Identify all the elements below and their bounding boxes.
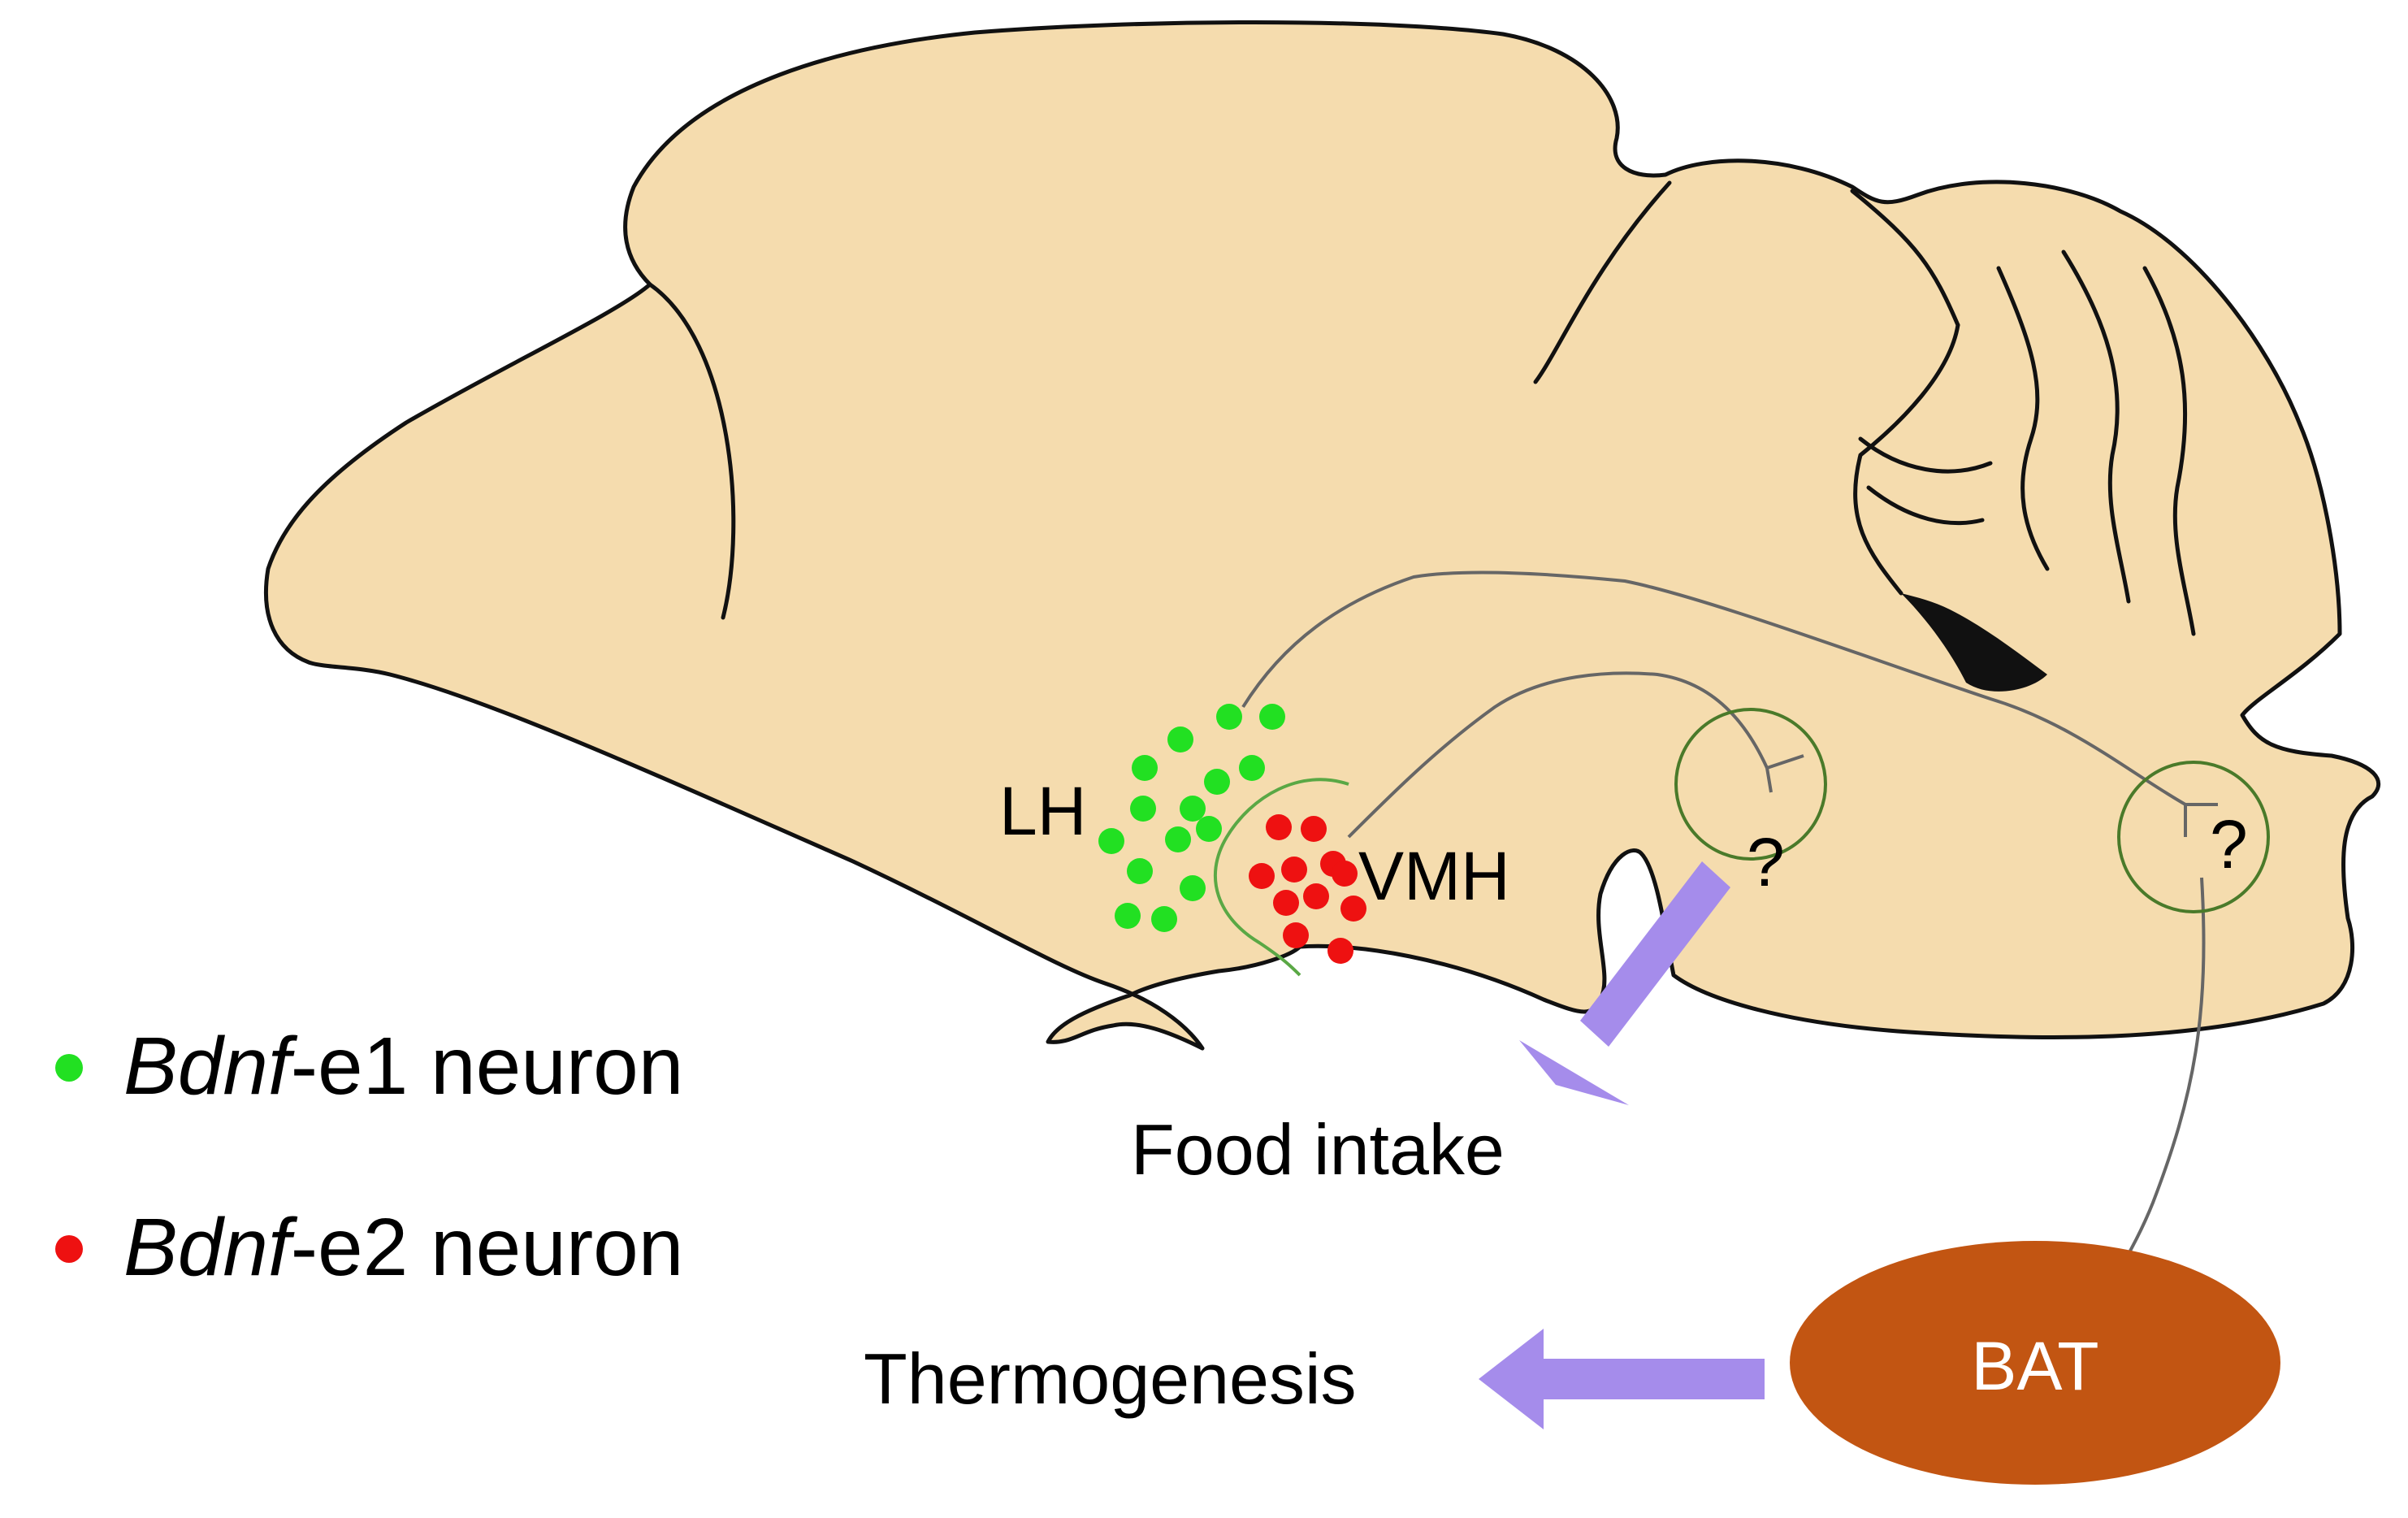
red-neuron	[1327, 938, 1353, 964]
red-neuron	[1249, 863, 1275, 889]
green-neuron-cluster	[1098, 704, 1285, 932]
green-neuron	[1259, 704, 1285, 730]
thermogenesis-label: Thermogenesis	[864, 1338, 1357, 1419]
legend-item-e2: Bdnf-e2 neuron	[55, 1201, 683, 1295]
red-neuron	[1303, 883, 1329, 909]
vmh-label: VMH	[1358, 838, 1510, 914]
red-neuron	[1340, 896, 1366, 922]
legend-dot-red	[55, 1234, 83, 1263]
green-neuron	[1204, 769, 1230, 795]
green-neuron	[1216, 704, 1242, 730]
green-neuron	[1180, 796, 1206, 822]
bat-ellipse	[1790, 1241, 2280, 1485]
axon-lh-to-target	[1241, 570, 2186, 806]
green-neuron	[1115, 903, 1141, 929]
red-neuron-cluster	[1249, 814, 1366, 964]
legend-suffix-e1: -e1 neuron	[290, 1021, 684, 1112]
bat-label: BAT	[1971, 1328, 2098, 1404]
green-neuron	[1196, 816, 1222, 842]
lh-label: LH	[999, 773, 1086, 849]
target-circle-thermo	[2117, 761, 2270, 913]
target-question-thermo: ?	[2210, 806, 2248, 883]
green-neuron	[1098, 828, 1124, 854]
legend-item-e1: Bdnf-e1 neuron	[55, 1020, 683, 1113]
target-circle-food	[1674, 708, 1827, 861]
green-neuron	[1127, 858, 1153, 884]
brain-ventricle	[1901, 593, 2047, 692]
green-neuron	[1239, 755, 1265, 781]
legend-gene-e2: Bdnf	[123, 1202, 291, 1293]
green-neuron	[1132, 755, 1158, 781]
legend-dot-green	[55, 1053, 83, 1082]
brain-folds	[647, 180, 2196, 636]
red-neuron	[1283, 922, 1309, 948]
red-neuron	[1332, 861, 1358, 887]
legend-gene-e1: Bdnf	[123, 1021, 291, 1112]
green-neuron	[1167, 726, 1193, 752]
green-neuron	[1165, 826, 1191, 852]
red-neuron	[1281, 857, 1307, 883]
food-intake-label: Food intake	[1131, 1109, 1505, 1190]
red-neuron	[1301, 816, 1327, 842]
vmh-boundary	[1214, 778, 1349, 977]
green-neuron	[1151, 906, 1177, 932]
target-question-food: ?	[1747, 824, 1785, 900]
green-neuron	[1130, 796, 1156, 822]
red-neuron	[1266, 814, 1292, 840]
thermogenesis-arrow	[1479, 1329, 1765, 1429]
food-intake-arrow	[1519, 861, 1730, 1105]
legend-suffix-e2: -e2 neuron	[290, 1202, 684, 1293]
green-neuron	[1180, 875, 1206, 901]
axon-vmh-to-target	[1347, 671, 1769, 839]
red-neuron	[1273, 890, 1299, 916]
